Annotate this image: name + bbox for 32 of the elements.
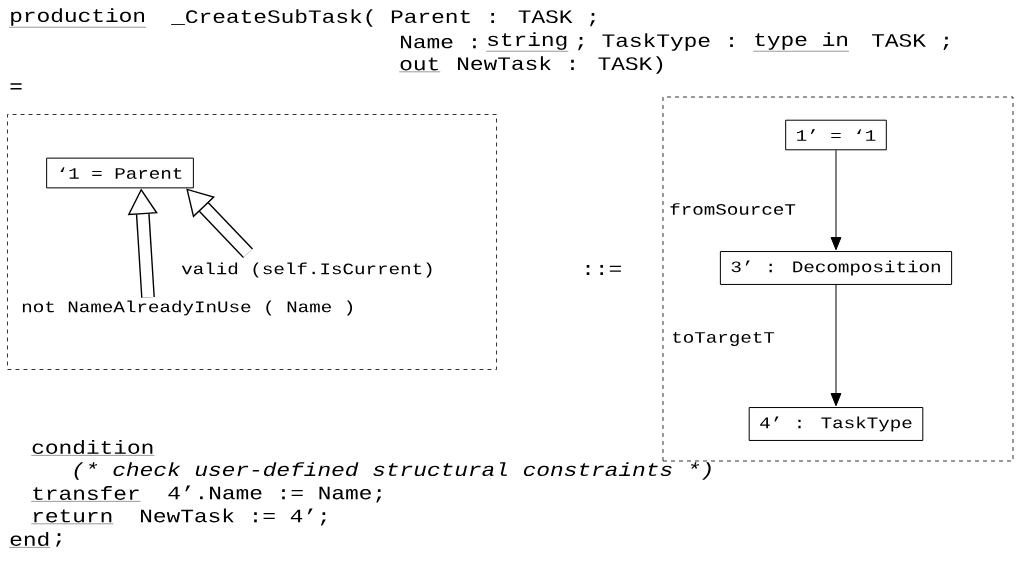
object-box: 1’ = ‘1 (785, 119, 887, 151)
condition-text: not NameAlreadyInUse ( Name ) (22, 300, 353, 316)
keyword: transfer (31, 486, 141, 502)
keyword: condition (31, 440, 155, 456)
keyword: out (399, 57, 441, 72)
code-text: NewTask : TASK) (458, 56, 663, 74)
comment-text: (* check user-defined structural constraints *) (74, 462, 711, 480)
code-text: TASK ; (872, 33, 949, 51)
code-text: _CreateSubTask( Parent : TASK ; (171, 9, 595, 27)
arrow (830, 284, 842, 407)
condition-text: valid (self.IsCurrent) (181, 262, 432, 278)
edge-label: fromSourceT (670, 203, 796, 215)
code-text: ; TaskType : (578, 33, 733, 51)
object-box: 3’ : Decomposition (719, 251, 953, 285)
code-text: Name : (401, 35, 476, 49)
dashed-frame (7, 114, 497, 370)
code-text: NewTask := 4’; (141, 508, 326, 526)
keyword: end (9, 532, 51, 548)
edge-label: toTargetT (673, 332, 775, 346)
keyword: production (9, 8, 147, 28)
hollow-arrow (186, 188, 253, 259)
dashed-frame (662, 96, 1014, 462)
object-box: ‘1 = Parent (46, 157, 194, 189)
arrow (830, 149, 842, 251)
code-text: = (10, 83, 22, 90)
keyword: return (31, 509, 114, 524)
keyword: string (486, 32, 569, 52)
object-box: 4’ : TaskType (748, 407, 924, 441)
code-text: ; (56, 533, 61, 547)
code-text: ::= (586, 265, 621, 275)
code-text: 4’.Name := Name; (168, 485, 382, 503)
keyword: type in (753, 32, 850, 52)
